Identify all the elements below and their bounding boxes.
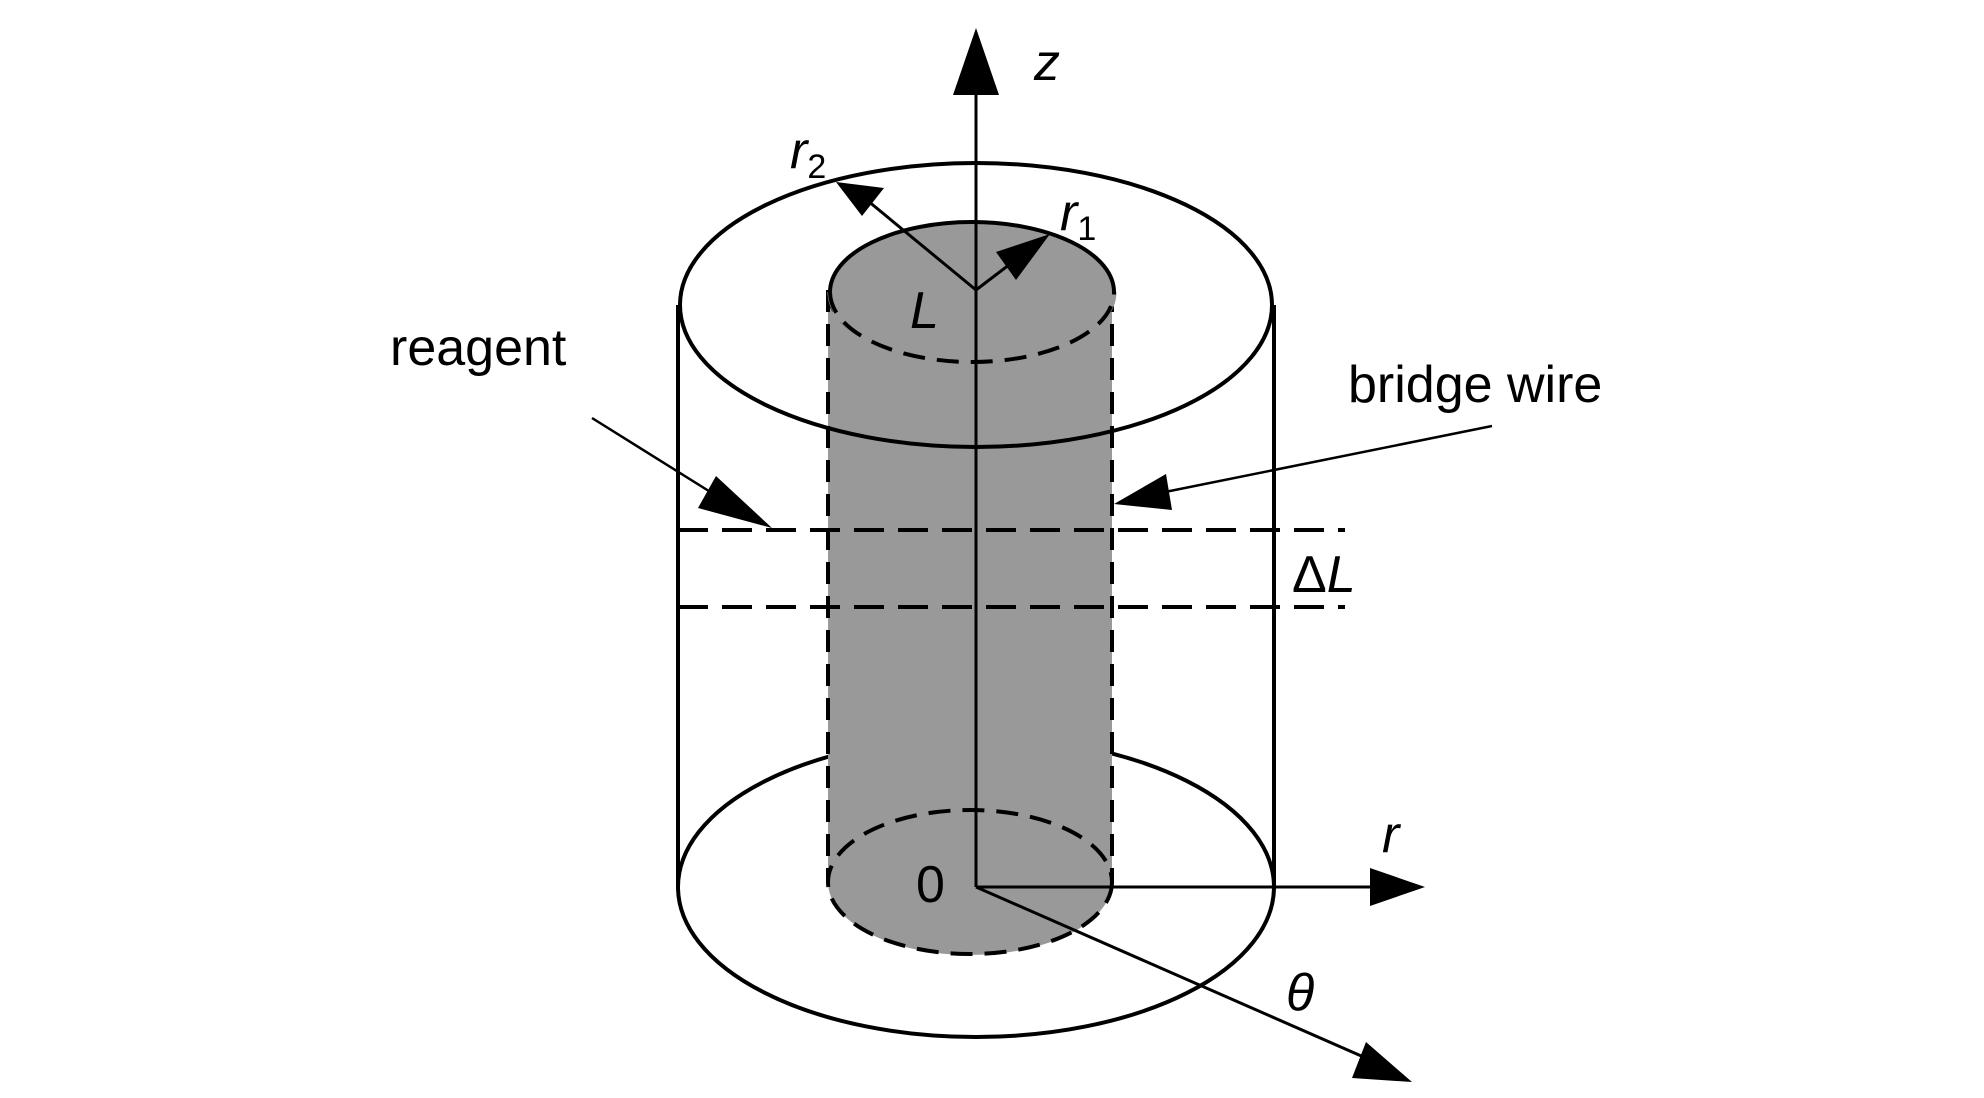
reagent-leader-line bbox=[591, 416, 721, 500]
z-axis-label: z bbox=[1033, 34, 1060, 92]
r2-label-subscript: 2 bbox=[807, 148, 826, 186]
bridge-wire-leader-line bbox=[1164, 424, 1493, 494]
bridge-wire-leader-arrow bbox=[1114, 474, 1172, 510]
r-axis-arrow bbox=[1370, 868, 1425, 906]
bridge-wire-top-front-dashed-line bbox=[828, 291, 1116, 364]
reagent-leader-arrow bbox=[698, 476, 772, 528]
r1-label-subscript: 1 bbox=[1077, 210, 1096, 248]
delta-l-label: ΔL bbox=[1292, 546, 1356, 604]
theta-axis bbox=[975, 885, 1376, 1064]
bridge-wire-body bbox=[828, 290, 1112, 955]
r2-label: r2 bbox=[790, 122, 826, 186]
delta-l-label-var: L bbox=[1327, 546, 1356, 604]
length-label: L bbox=[910, 282, 939, 340]
theta-axis-label: θ bbox=[1286, 964, 1314, 1022]
r-axis-label: r bbox=[1382, 806, 1402, 864]
origin-label: 0 bbox=[916, 856, 945, 914]
bridge-wire-label: bridge wire bbox=[1348, 356, 1602, 414]
delta-l-label-prefix: Δ bbox=[1292, 546, 1327, 604]
r2-label-main: r bbox=[790, 122, 810, 180]
reagent-label: reagent bbox=[390, 319, 567, 377]
r2-radius-arrow bbox=[836, 182, 884, 216]
inner-cylinder bbox=[826, 289, 1114, 956]
theta-axis-arrow bbox=[1352, 1042, 1412, 1082]
z-axis-arrow bbox=[953, 28, 999, 95]
r1-label-main: r bbox=[1060, 184, 1080, 242]
r2-radius-line bbox=[861, 194, 977, 292]
r1-radius-arrow bbox=[996, 234, 1050, 280]
r1-label: r1 bbox=[1060, 184, 1096, 248]
